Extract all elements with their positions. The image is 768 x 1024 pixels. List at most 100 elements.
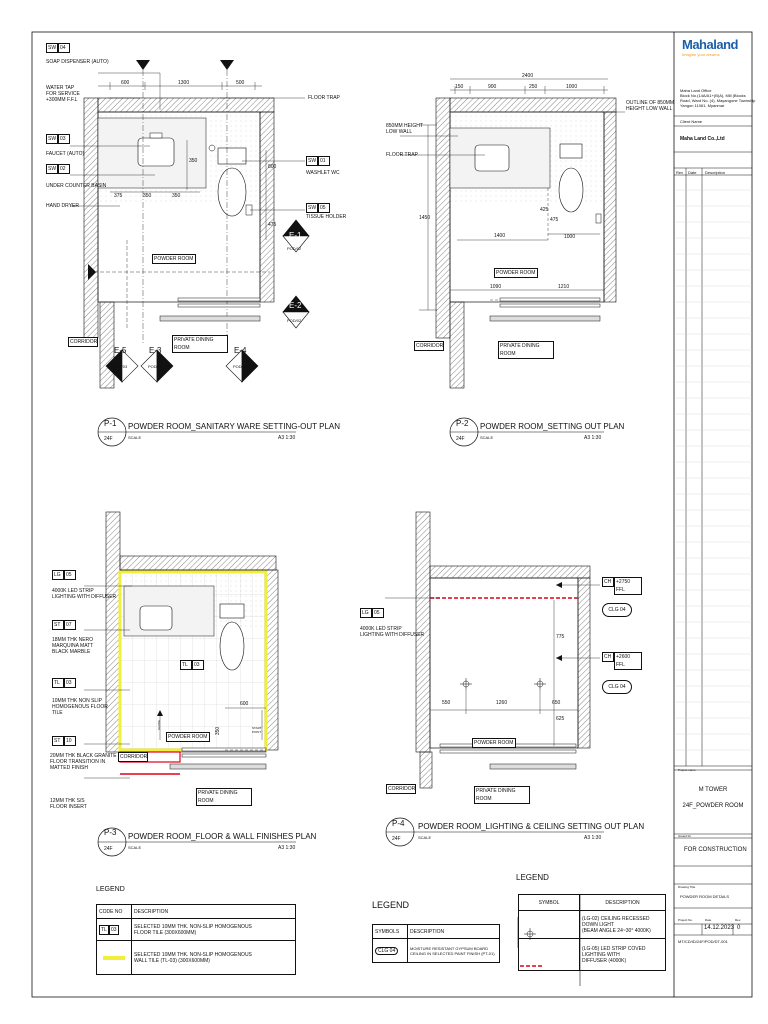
dim-p4-625: 625 bbox=[556, 716, 565, 722]
dim-1450: 1450 bbox=[419, 215, 431, 221]
elevation-e4-id: E-4 bbox=[234, 346, 247, 355]
elevation-e2-id: E-2 bbox=[289, 301, 302, 310]
elevation-e5-id: E-5 bbox=[114, 346, 127, 355]
date-header: Date bbox=[688, 170, 697, 175]
tag-clg2: CLG 04 bbox=[602, 680, 632, 694]
tag-p4-lg05-code: LG bbox=[360, 608, 372, 618]
label-p2-corridor: CORRIDOR bbox=[414, 341, 444, 351]
company-logo: Mahaland Imagine your dreams bbox=[682, 37, 738, 58]
plan-p4-floor: 24F bbox=[392, 836, 401, 842]
dim-375: 375 bbox=[114, 193, 123, 199]
project-name: M TOWER bbox=[698, 787, 728, 793]
tag-sw01-code: SW bbox=[306, 156, 318, 166]
label-slope: SLOPE bbox=[157, 719, 162, 731]
label-tissue-holder: TISSUE HOLDER bbox=[306, 214, 347, 220]
label-p4-dining-room: PRIVATE DINING ROOM bbox=[474, 786, 530, 804]
plan-p3-id: P-3 bbox=[104, 828, 117, 837]
drawing-title-label: Drawing Title bbox=[678, 885, 696, 889]
drawing-rev: 0 bbox=[737, 925, 741, 931]
label-corridor: CORRIDOR bbox=[68, 337, 98, 347]
legend-lighting-title: LEGEND bbox=[516, 873, 549, 882]
elevation-e3-id: E-3 bbox=[149, 346, 162, 355]
plan-p3-title: POWDER ROOM_FLOOR & WALL FINISHES PLAN bbox=[128, 832, 317, 841]
dim-350-b: 350 bbox=[172, 193, 181, 199]
dim-500: 500 bbox=[236, 80, 245, 86]
rev-header: Rev bbox=[676, 170, 684, 175]
tag-sw01-num: 01 bbox=[318, 156, 330, 166]
dim-1300: 1300 bbox=[178, 80, 190, 86]
project-sub: 24F_POWDER ROOM bbox=[682, 803, 744, 809]
tag-p3-tl-code: TL bbox=[180, 660, 192, 670]
plan-p1-scale-label: SCALE bbox=[128, 435, 142, 440]
dim-v-800: 800 bbox=[268, 164, 277, 170]
plan-p1-scale: A3 1:30 bbox=[278, 435, 296, 441]
label-powder-room: POWDER ROOM bbox=[152, 254, 196, 264]
label-soap-dispenser: SOAP DISPENSER (AUTO) bbox=[46, 59, 109, 65]
plan-p2-title: POWDER ROOM_SETTING OUT PLAN bbox=[480, 422, 625, 431]
plan-p4-title: POWDER ROOM_LIGHTING & CEILING SETTING O… bbox=[418, 822, 645, 831]
dim-1400: 1400 bbox=[494, 233, 506, 239]
label-p3-dining-room: PRIVATE DINING ROOM bbox=[196, 788, 252, 806]
dim-p4-775: 775 bbox=[556, 634, 565, 640]
plan-p4-id: P-4 bbox=[392, 819, 405, 828]
tag-st10-code: ST bbox=[52, 736, 64, 746]
legend-finishes-title: LEGEND bbox=[96, 886, 125, 893]
legend-header-description: DESCRIPTION bbox=[131, 904, 296, 919]
plan-p2-scale-label: SCALE bbox=[480, 435, 494, 440]
dim-350-a: 350 bbox=[143, 193, 152, 199]
tag-sw02-num: 02 bbox=[58, 164, 70, 174]
tag-clg1: CLG 04 bbox=[602, 603, 632, 617]
dim-1000-top: 1000 bbox=[566, 84, 578, 90]
dim-2400: 2400 bbox=[522, 73, 534, 79]
label-floor-trap: FLOOR TRAP bbox=[308, 95, 340, 101]
title-block-lines bbox=[674, 115, 752, 936]
elevation-e3-ref: POD/03 bbox=[148, 364, 163, 369]
legend-lighting-header-symbol: SYMBOL bbox=[518, 894, 580, 911]
drawing-number: MT/CD/ID/24F/POD/DT-001 bbox=[678, 939, 728, 944]
tag-sw03-code: SW bbox=[46, 134, 58, 144]
plan-p1 bbox=[70, 60, 310, 447]
plan-p2-floor: 24F bbox=[456, 436, 465, 442]
tag-ch2-code: CH bbox=[602, 652, 614, 662]
legend-ceiling-header-description: DESCRIPTION bbox=[407, 924, 500, 939]
date-label: Date bbox=[705, 918, 712, 922]
label-washlet: WASHLET WC bbox=[306, 170, 340, 176]
label-p3-corridor: CORRIDOR bbox=[118, 752, 148, 762]
dim-p4-650: 650 bbox=[552, 700, 561, 706]
tag-p3-lg05-code: LG bbox=[52, 570, 64, 580]
plan-p4-scale: A3 1:30 bbox=[584, 835, 602, 841]
label-p3-powder-room: POWDER ROOM bbox=[166, 732, 210, 742]
legend-lighting-header-description: DESCRIPTION bbox=[579, 894, 666, 911]
legend-ceiling-header-symbols: SYMBOLS bbox=[372, 924, 408, 939]
plan-p4 bbox=[385, 511, 604, 847]
plan-p3-scale: A3 1:30 bbox=[278, 845, 296, 851]
legend-ceiling-title: LEGEND bbox=[372, 900, 410, 910]
tag-sw04-num: 04 bbox=[58, 43, 70, 53]
dim-p4-1260: 1260 bbox=[496, 700, 508, 706]
plan-p2-id: P-2 bbox=[456, 419, 469, 428]
plan-p3 bbox=[84, 511, 296, 857]
dim-1210: 1210 bbox=[558, 284, 570, 290]
dim-p3-350: 350 bbox=[215, 726, 222, 736]
dim-p3-600: 600 bbox=[240, 701, 249, 707]
label-p2-floor-trap: FLOOR TRAP bbox=[386, 152, 418, 158]
tag-p3-tl-num: 03 bbox=[192, 660, 204, 670]
plan-p2-scale: A3 1:30 bbox=[584, 435, 602, 441]
office-address: Maha Land Office Block No.(14A/A1+(B)A),… bbox=[680, 88, 756, 108]
elevation-e5-ref: POD/03 bbox=[113, 364, 128, 369]
